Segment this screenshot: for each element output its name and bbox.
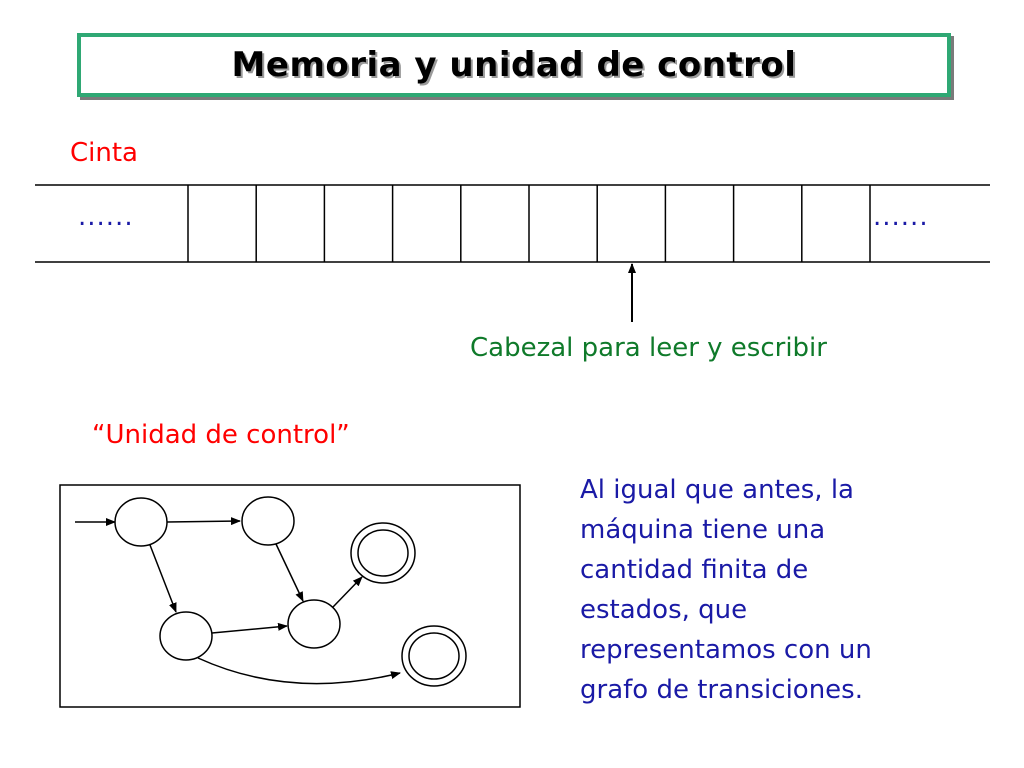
transition-edge (166, 517, 241, 526)
state-graph (75, 496, 467, 687)
transition-edge (332, 576, 363, 608)
description-line: grafo de transiciones. (580, 675, 863, 705)
title-box: Memoria y unidad de control (77, 33, 951, 97)
description-line: máquina tiene una (580, 515, 826, 545)
description-line: estados, que (580, 595, 748, 625)
accepting-state-node (401, 625, 467, 687)
tape-cells (187, 185, 871, 262)
transition-edge (197, 657, 401, 685)
description-line: representamos con un (580, 635, 872, 665)
tape-label: Cinta (70, 138, 138, 168)
accepting-state-node (350, 522, 416, 584)
head-label: Cabezal para leer y escribir (470, 333, 827, 363)
state-node (241, 496, 295, 546)
tape-right-ellipsis: ...... (873, 202, 929, 232)
description-line: Al igual que antes, la (580, 475, 854, 505)
transition-edge (211, 622, 288, 634)
transition-edge (149, 544, 177, 613)
state-node (159, 611, 213, 661)
control-unit-label: “Unidad de control” (92, 420, 350, 450)
state-node (114, 497, 168, 547)
description-line: cantidad finita de (580, 555, 809, 585)
description: Al igual que antes, la máquina tiene una… (580, 470, 1000, 710)
tape-left-ellipsis: ...... (78, 202, 134, 232)
state-node (287, 599, 341, 649)
control-unit-box (59, 484, 521, 708)
tape (35, 184, 990, 263)
page-title: Memoria y unidad de control (231, 45, 797, 85)
transition-edge (275, 543, 304, 602)
